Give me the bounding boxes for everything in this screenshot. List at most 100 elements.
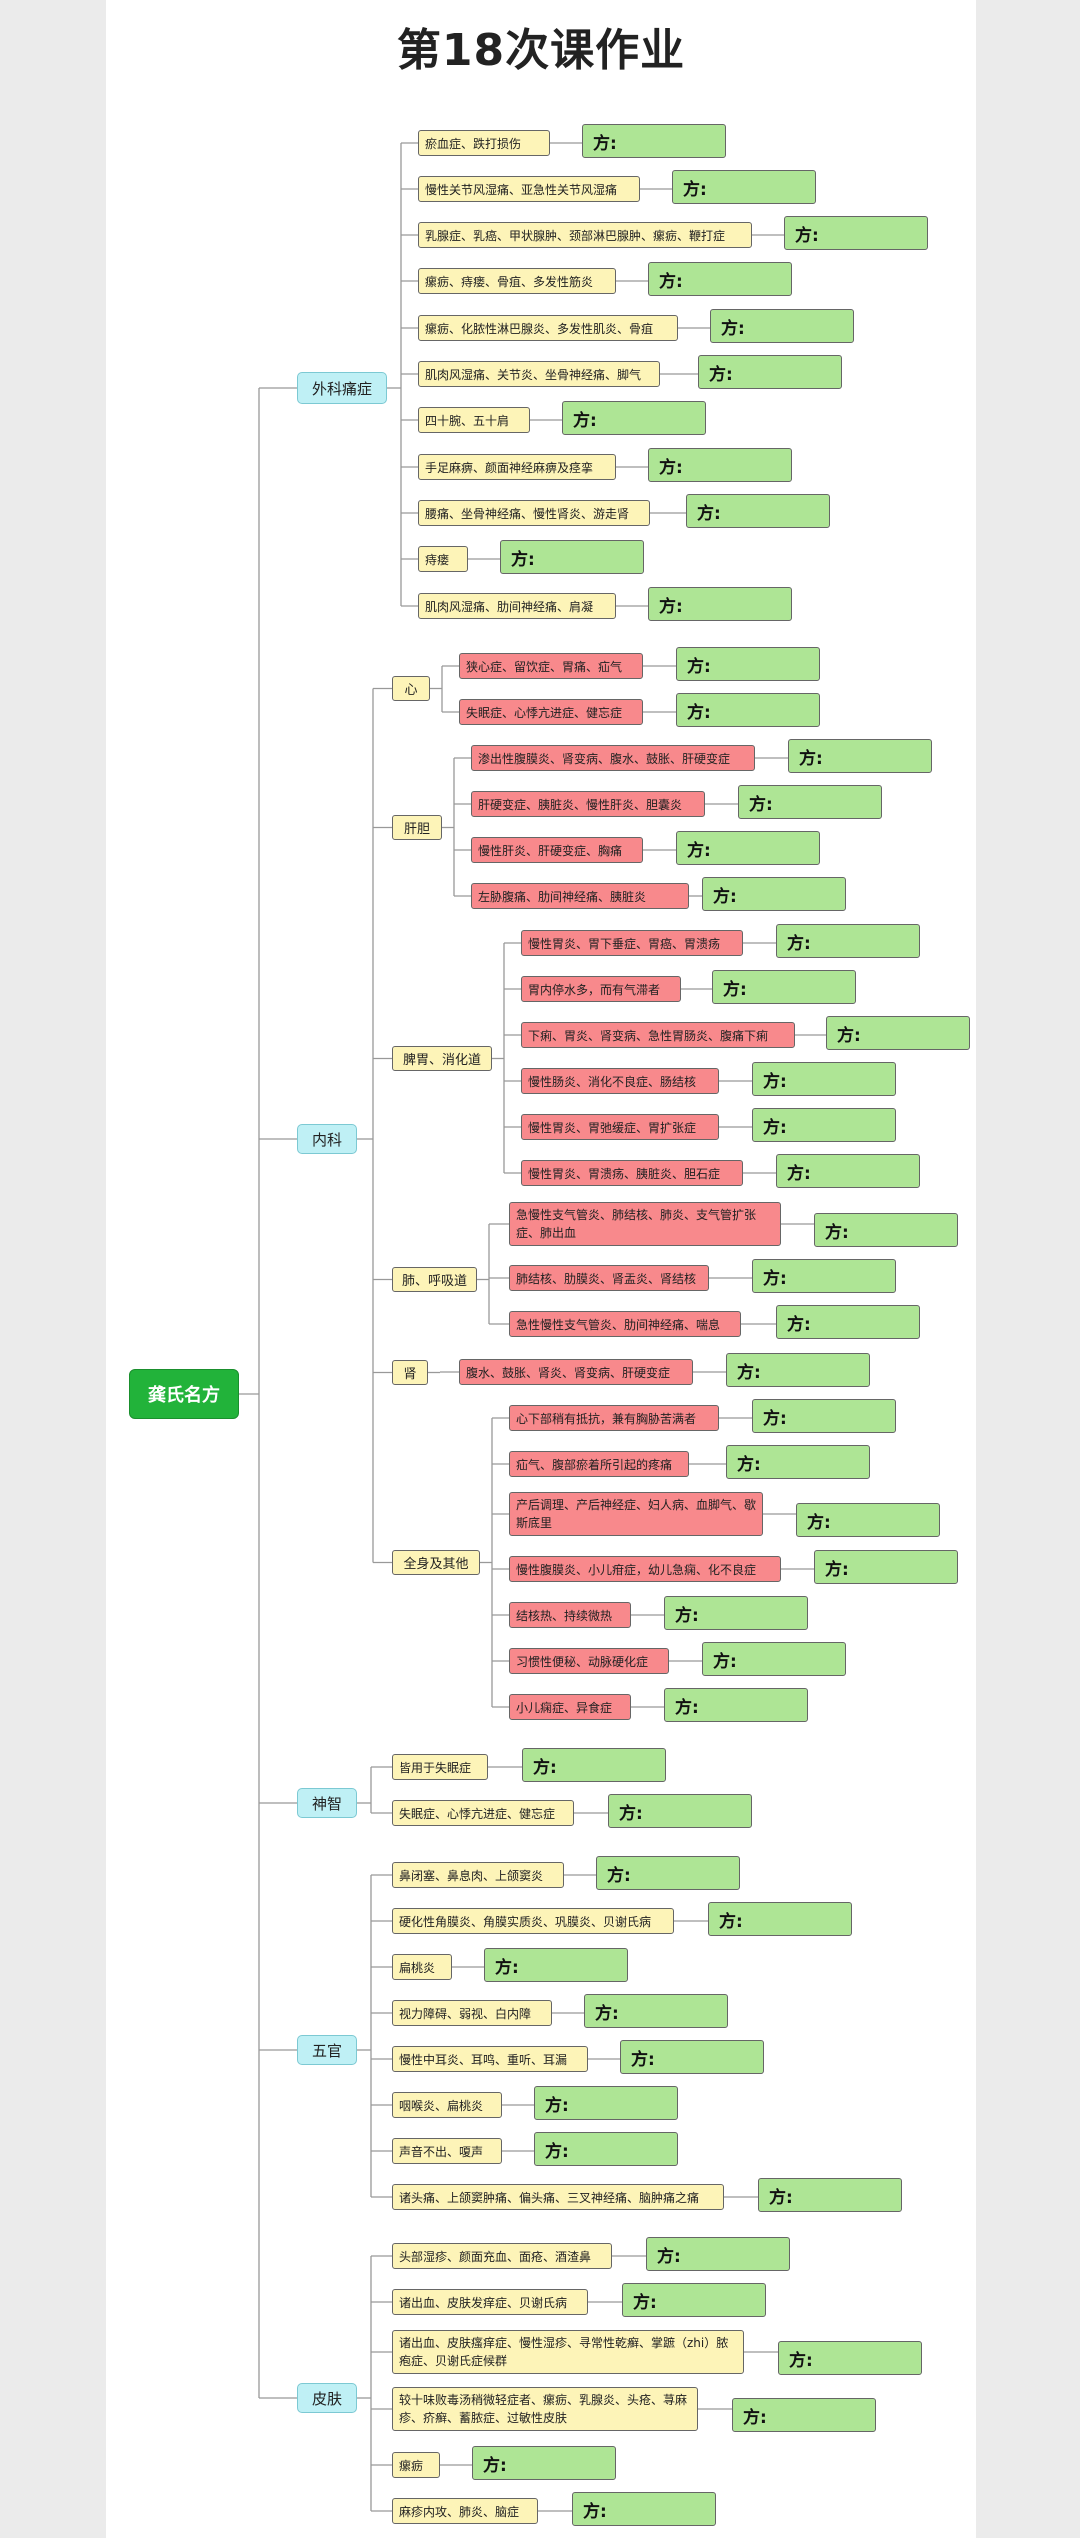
condition-label: 慢性胃炎、胃下垂症、胃癌、胃溃疡 — [521, 930, 743, 956]
condition-label: 腰痛、坐骨神经痛、慢性肾炎、游走肾 — [418, 500, 650, 526]
category-node: 皮肤 — [297, 2383, 357, 2413]
answer-box[interactable]: 方: — [796, 1503, 940, 1537]
answer-box[interactable]: 方: — [584, 1994, 728, 2028]
condition-label: 硬化性角膜炎、角膜实质炎、巩膜炎、贝谢氏病 — [392, 1908, 674, 1934]
answer-box[interactable]: 方: — [738, 785, 882, 819]
condition-label: 瘰疬、化脓性淋巴腺炎、多发性肌炎、骨疽 — [418, 315, 678, 341]
condition-label: 慢性肠炎、消化不良症、肠结核 — [521, 1068, 719, 1094]
condition-label: 视力障碍、弱视、白内障 — [392, 2000, 552, 2026]
answer-box[interactable]: 方: — [608, 1794, 752, 1828]
answer-box[interactable]: 方: — [784, 216, 928, 250]
condition-label: 鼻闭塞、鼻息肉、上颌窦炎 — [392, 1862, 564, 1888]
condition-label: 失眠症、心悸亢进症、健忘症 — [392, 1800, 574, 1826]
answer-box[interactable]: 方: — [758, 2178, 902, 2212]
answer-box[interactable]: 方: — [648, 448, 792, 482]
condition-label: 诸出血、皮肤发痒症、贝谢氏病 — [392, 2289, 588, 2315]
condition-label: 左胁腹痛、肋间神经痛、胰脏炎 — [471, 883, 689, 909]
answer-box[interactable]: 方: — [484, 1948, 628, 1982]
answer-box[interactable]: 方: — [582, 124, 726, 158]
condition-label: 失眠症、心悸亢进症、健忘症 — [459, 699, 643, 725]
root-node: 龚氏名方 — [129, 1369, 239, 1419]
answer-box[interactable]: 方: — [622, 2283, 766, 2317]
answer-box[interactable]: 方: — [708, 1902, 852, 1936]
condition-label: 咽喉炎、扁桃炎 — [392, 2092, 502, 2118]
answer-box[interactable]: 方: — [664, 1688, 808, 1722]
answer-box[interactable]: 方: — [814, 1550, 958, 1584]
condition-label: 麻疹内攻、肺炎、脑症 — [392, 2498, 538, 2524]
answer-box[interactable]: 方: — [648, 587, 792, 621]
condition-label: 四十腕、五十肩 — [418, 407, 530, 433]
category-node: 内科 — [297, 1124, 357, 1154]
answer-box[interactable]: 方: — [562, 401, 706, 435]
condition-label: 乳腺症、乳癌、甲状腺肿、颈部淋巴腺肿、瘰疬、鞭打症 — [418, 222, 752, 248]
condition-label: 瘀血症、跌打损伤 — [418, 130, 550, 156]
subcategory-node: 肺、呼吸道 — [392, 1267, 477, 1292]
answer-box[interactable]: 方: — [648, 262, 792, 296]
answer-box[interactable]: 方: — [710, 309, 854, 343]
answer-box[interactable]: 方: — [472, 2446, 616, 2480]
condition-label: 急慢性支气管炎、肺结核、肺炎、支气管扩张症、肺出血 — [509, 1202, 781, 1246]
answer-box[interactable]: 方: — [620, 2040, 764, 2074]
condition-label: 狭心症、留饮症、胃痛、疝气 — [459, 653, 643, 679]
answer-box[interactable]: 方: — [672, 170, 816, 204]
answer-box[interactable]: 方: — [776, 1154, 920, 1188]
category-node: 五官 — [297, 2035, 357, 2065]
category-node: 神智 — [297, 1788, 357, 1818]
answer-box[interactable]: 方: — [534, 2132, 678, 2166]
condition-label: 慢性关节风湿痛、亚急性关节风湿痛 — [418, 176, 640, 202]
answer-box[interactable]: 方: — [522, 1748, 666, 1782]
answer-box[interactable]: 方: — [676, 647, 820, 681]
condition-label: 慢性胃炎、胃弛缓症、胃扩张症 — [521, 1114, 719, 1140]
answer-box[interactable]: 方: — [646, 2237, 790, 2271]
answer-box[interactable]: 方: — [702, 877, 846, 911]
answer-box[interactable]: 方: — [686, 494, 830, 528]
answer-box[interactable]: 方: — [702, 1642, 846, 1676]
condition-label: 头部湿疹、颜面充血、面疮、酒渣鼻 — [392, 2243, 612, 2269]
answer-box[interactable]: 方: — [776, 924, 920, 958]
condition-label: 声音不出、嗄声 — [392, 2138, 502, 2164]
answer-box[interactable]: 方: — [826, 1016, 970, 1050]
condition-label: 肌肉风湿痛、肋间神经痛、肩凝 — [418, 593, 616, 619]
condition-label: 肺结核、肋膜炎、肾盂炎、肾结核 — [509, 1265, 709, 1291]
condition-label: 肌肉风湿痛、关节炎、坐骨神经痛、脚气 — [418, 361, 660, 387]
subcategory-node: 脾胃、消化道 — [392, 1046, 492, 1071]
answer-box[interactable]: 方: — [788, 739, 932, 773]
answer-box[interactable]: 方: — [752, 1108, 896, 1142]
answer-box[interactable]: 方: — [572, 2492, 716, 2526]
answer-box[interactable]: 方: — [500, 540, 644, 574]
subcategory-node: 全身及其他 — [392, 1550, 480, 1575]
subcategory-node: 肾 — [392, 1360, 428, 1385]
answer-box[interactable]: 方: — [752, 1062, 896, 1096]
answer-box[interactable]: 方: — [596, 1856, 740, 1890]
answer-box[interactable]: 方: — [726, 1353, 870, 1387]
answer-box[interactable]: 方: — [752, 1399, 896, 1433]
answer-box[interactable]: 方: — [664, 1596, 808, 1630]
answer-box[interactable]: 方: — [676, 831, 820, 865]
answer-box[interactable]: 方: — [778, 2341, 922, 2375]
answer-box[interactable]: 方: — [776, 1305, 920, 1339]
condition-label: 诸出血、皮肤瘙痒症、慢性湿疹、寻常性乾癣、掌蹠（zhi）脓疱症、贝谢氏症候群 — [392, 2330, 744, 2374]
condition-label: 疝气、腹部瘀着所引起的疼痛 — [509, 1451, 689, 1477]
answer-box[interactable]: 方: — [752, 1259, 896, 1293]
answer-box[interactable]: 方: — [732, 2398, 876, 2432]
condition-label: 渗出性腹膜炎、肾变病、腹水、鼓胀、肝硬变症 — [471, 745, 755, 771]
condition-label: 习惯性便秘、动脉硬化症 — [509, 1648, 669, 1674]
answer-box[interactable]: 方: — [676, 693, 820, 727]
condition-label: 急性慢性支气管炎、肋间神经痛、喘息 — [509, 1311, 741, 1337]
condition-label: 痔瘘 — [418, 546, 468, 572]
condition-label: 心下部稍有抵抗，兼有胸胁苦满者 — [509, 1405, 719, 1431]
condition-label: 诸头痛、上颌窦肿痛、偏头痛、三叉神经痛、脑肿痛之痛 — [392, 2184, 724, 2210]
condition-label: 手足麻痹、颜面神经麻痹及痉挛 — [418, 454, 616, 480]
condition-label: 结核热、持续微热 — [509, 1602, 631, 1628]
answer-box[interactable]: 方: — [726, 1445, 870, 1479]
answer-box[interactable]: 方: — [534, 2086, 678, 2120]
answer-box[interactable]: 方: — [712, 970, 856, 1004]
condition-label: 慢性肝炎、肝硬变症、胸痛 — [471, 837, 643, 863]
answer-box[interactable]: 方: — [814, 1213, 958, 1247]
condition-label: 较十味败毒汤稍微轻症者、瘰疬、乳腺炎、头疮、荨麻疹、疥癣、蓄脓症、过敏性皮肤 — [392, 2387, 698, 2431]
condition-label: 瘰疬 — [392, 2452, 440, 2478]
answer-box[interactable]: 方: — [698, 355, 842, 389]
condition-label: 胃内停水多，而有气滞者 — [521, 976, 681, 1002]
